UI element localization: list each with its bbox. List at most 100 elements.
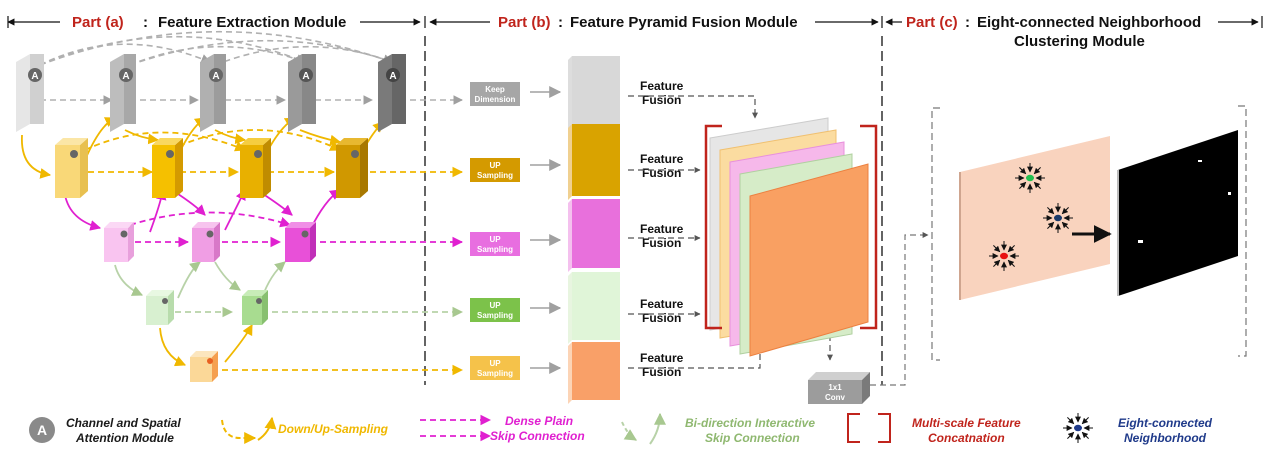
part-b-sep: : <box>558 14 563 31</box>
feature-block <box>104 222 134 262</box>
arrows-to-maps <box>530 86 562 374</box>
feature-map-gray <box>568 56 620 132</box>
attention-icon: A <box>302 71 309 82</box>
clustering-input-map <box>959 136 1110 300</box>
legend-bidirection-line1: Bi-direction Interactive <box>685 416 815 430</box>
feature-block: A <box>378 54 406 132</box>
legend-concat-line1: Multi-scale Feature <box>912 416 1021 430</box>
green-connections <box>114 261 464 318</box>
level-1-blocks: A A A A A <box>16 54 406 132</box>
fusion-label-line1: Feature <box>640 351 684 365</box>
sampling-box-line1: UP <box>489 161 501 170</box>
legend-neighborhood: Eight-connected Neighborhood <box>1063 413 1213 445</box>
attention-icon: A <box>389 71 396 82</box>
legend-bidirection-line2: Skip Connection <box>705 431 800 445</box>
fusion-label-line1: Feature <box>640 222 684 236</box>
legend-sampling-text: Down/Up-Sampling <box>278 422 389 436</box>
level-4-blocks <box>146 290 268 325</box>
feature-block <box>146 290 174 325</box>
concat-brackets <box>704 124 878 330</box>
sampling-box-line2: Dimension <box>475 95 516 104</box>
feature-block <box>242 290 268 325</box>
feature-block: A <box>16 54 44 132</box>
bidirection-arrow-icon <box>621 421 638 441</box>
level-2-blocks <box>55 138 368 198</box>
sampling-box-line2: Sampling <box>477 171 513 180</box>
feature-block <box>152 138 183 198</box>
level-5-blocks <box>190 351 218 382</box>
sampling-box-line1: Keep <box>485 85 505 94</box>
part-a-label: Part (a) <box>72 14 124 31</box>
legend-concat-line2: Concatnation <box>928 431 1005 445</box>
feature-map-orange <box>568 342 620 404</box>
fusion-label-line2: Fusion <box>642 311 681 325</box>
clustering-output-map <box>1117 130 1238 296</box>
fusion-label-line1: Feature <box>640 79 684 93</box>
feature-block <box>336 138 368 198</box>
fusion-labels: FeatureFusionFeatureFusionFeatureFusionF… <box>640 79 684 379</box>
sampling-box-line2: Sampling <box>477 311 513 320</box>
feature-block <box>240 138 271 198</box>
feature-map-magenta <box>568 199 620 272</box>
conv-label-line1: 1x1 <box>828 383 842 392</box>
neighborhood-icon <box>1063 413 1093 443</box>
feature-block: A <box>288 54 316 132</box>
part-a-title: Feature Extraction Module <box>158 14 346 31</box>
fusion-label-line1: Feature <box>640 152 684 166</box>
gray-skip-connections <box>39 30 463 105</box>
legend-dense-line1: Dense Plain <box>505 414 573 428</box>
legend-attention-line1: Channel and Spatial <box>66 416 181 430</box>
feature-block <box>55 138 88 198</box>
feature-block: A <box>200 54 226 132</box>
legend: A Channel and Spatial Attention Module D… <box>29 412 1213 445</box>
bracket-icon <box>847 413 860 443</box>
fusion-label-line2: Fusion <box>642 365 681 379</box>
legend-dense-line2: Skip Connection <box>490 429 585 443</box>
part-c-frame <box>931 105 1247 361</box>
neighborhood-green <box>1015 163 1045 193</box>
part-a-sep: : <box>143 14 148 31</box>
sampling-box-line2: Sampling <box>477 245 513 254</box>
header: Part (a) : Feature Extraction Module Par… <box>7 14 1263 50</box>
curved-arrow-icon <box>221 419 257 444</box>
attention-icon: A <box>122 71 129 82</box>
conv-block: 1x1 Conv <box>808 372 870 404</box>
sampling-box-line1: UP <box>489 359 501 368</box>
attention-icon: A <box>37 422 47 438</box>
feature-map-gold <box>568 124 620 200</box>
part-b-title: Feature Pyramid Fusion Module <box>570 14 798 31</box>
concat-stack <box>709 117 869 357</box>
feature-block: A <box>110 54 136 132</box>
part-c-title-line1: Eight-connected Neighborhood <box>977 14 1201 31</box>
legend-concat: Multi-scale Feature Concatnation <box>847 413 1021 445</box>
legend-sampling: Down/Up-Sampling <box>221 416 389 444</box>
fusion-arrows <box>628 95 929 386</box>
attention-icon: A <box>212 71 219 82</box>
part-c-label: Part (c) <box>906 14 958 31</box>
legend-neighborhood-line2: Neighborhood <box>1124 431 1207 445</box>
part-b-label: Part (b) <box>498 14 551 31</box>
sampling-box-line1: UP <box>489 301 501 310</box>
legend-bidirection: Bi-direction Interactive Skip Connection <box>621 412 815 445</box>
bottom-level-connections <box>159 324 464 376</box>
neighborhood-blue <box>1043 203 1073 233</box>
fusion-label-line2: Fusion <box>642 236 681 250</box>
feature-block <box>190 351 218 382</box>
legend-attention: A Channel and Spatial Attention Module <box>29 416 181 445</box>
part-c-title-line2: Clustering Module <box>1014 33 1145 50</box>
feature-map-green <box>568 272 620 344</box>
fusion-label-line2: Fusion <box>642 166 681 180</box>
legend-dense: Dense Plain Skip Connection <box>420 414 585 443</box>
feature-maps <box>568 56 620 404</box>
conv-label-line2: Conv <box>825 393 846 402</box>
